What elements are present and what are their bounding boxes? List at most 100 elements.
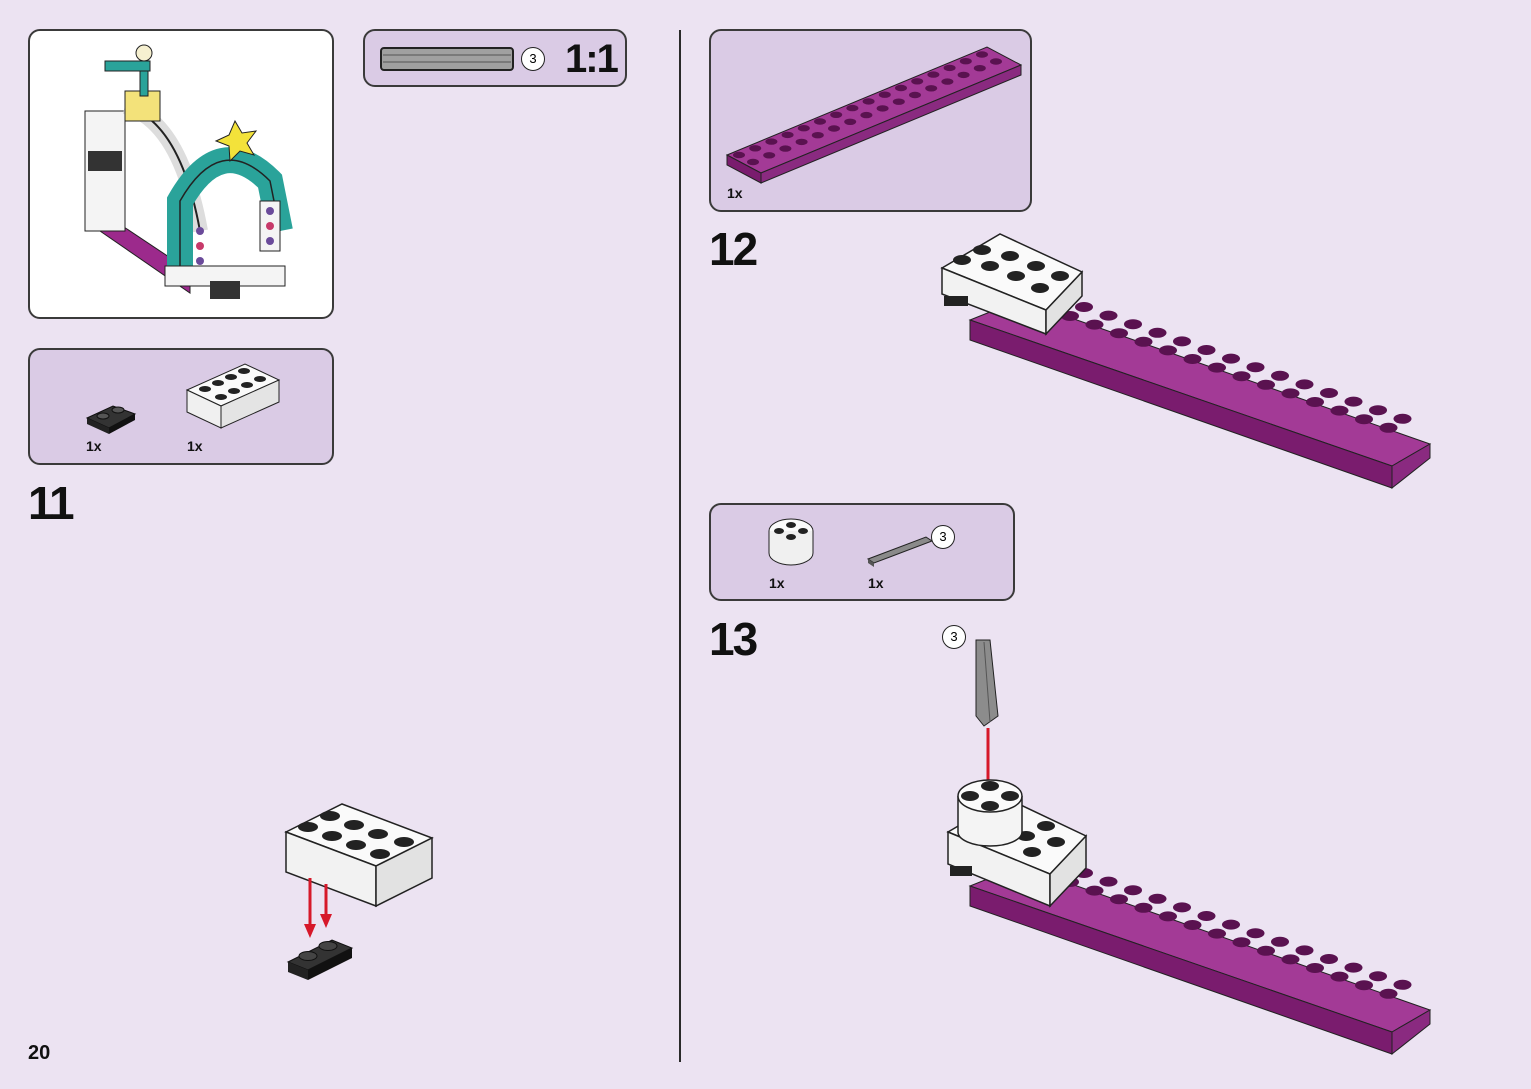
stud [1222, 919, 1240, 930]
stud [1110, 894, 1128, 905]
stud [830, 111, 843, 119]
magenta-plate-part [725, 46, 1023, 184]
stud [781, 131, 794, 139]
stud [860, 111, 873, 119]
stud [959, 58, 972, 65]
stud [1208, 928, 1226, 939]
stud [795, 138, 808, 146]
stud [1320, 388, 1338, 398]
stud [1197, 345, 1216, 355]
stud [941, 78, 954, 85]
step-12-part-1-qty: 1x [727, 185, 743, 201]
stud [1148, 893, 1167, 904]
stud [797, 125, 810, 132]
step-13-part-1-qty: 1x [769, 575, 785, 591]
step-13-number: 13 [709, 613, 758, 665]
stud [1208, 362, 1226, 373]
stud [1134, 336, 1153, 347]
stud [1159, 911, 1177, 922]
stud [1393, 413, 1412, 424]
stud [1197, 911, 1216, 921]
stud [1379, 988, 1398, 999]
stud [892, 98, 905, 105]
stud [1099, 310, 1118, 321]
stud [1124, 319, 1142, 330]
stud [990, 58, 1002, 65]
stud [1295, 379, 1314, 390]
stud [1355, 980, 1373, 991]
stud [1306, 397, 1324, 407]
stud [1271, 370, 1289, 381]
stud [1306, 963, 1324, 973]
stud [1183, 354, 1202, 364]
stud [1124, 885, 1142, 896]
stud [1099, 876, 1118, 887]
stud [1085, 319, 1104, 330]
stud [1257, 945, 1275, 956]
step-13-assembly [946, 639, 1432, 1056]
stud [1369, 405, 1387, 416]
white-brick-part [185, 363, 281, 429]
model-preview-panel [28, 29, 334, 319]
scale-ratio: 1:1 [565, 37, 619, 81]
stud [1246, 928, 1265, 939]
stud [909, 91, 921, 99]
stud [1281, 954, 1300, 965]
stud [763, 152, 776, 159]
stud [1173, 902, 1191, 913]
step-11-parts-panel: 1x 1x [28, 348, 334, 465]
stud [895, 84, 907, 92]
page-number: 20 [28, 1042, 51, 1064]
stud [749, 145, 762, 152]
stud [927, 71, 940, 78]
stud [1183, 920, 1202, 930]
stud [1379, 422, 1398, 433]
stud [911, 78, 924, 85]
stud [1330, 405, 1349, 416]
stud [1281, 388, 1300, 399]
stud [1320, 954, 1338, 964]
black-plate-part [85, 405, 137, 434]
step-13-callout-length: 3 [942, 625, 966, 649]
stud [779, 145, 792, 152]
step-11-part-1-qty: 1x [86, 438, 102, 454]
stud [747, 158, 759, 166]
step-13-part-2-qty: 1x [868, 575, 884, 591]
stud [1330, 971, 1349, 982]
stud [1134, 902, 1153, 913]
step-12-assembly [940, 233, 1432, 490]
stud [828, 125, 840, 132]
stud [1369, 971, 1387, 982]
step-12-parts-panel: 1x [709, 29, 1032, 212]
stud [1075, 302, 1093, 312]
stud [1344, 962, 1363, 973]
stud [1148, 327, 1167, 338]
stud [1344, 396, 1363, 407]
stud [1085, 885, 1104, 896]
axle-scale-illustration [380, 47, 514, 71]
scale-box: 3 1:1 [363, 29, 627, 87]
stud [844, 118, 857, 126]
stud [1271, 936, 1289, 947]
stud [846, 104, 859, 112]
step-11-number: 11 [28, 477, 75, 529]
stud [976, 51, 988, 58]
stud [733, 151, 745, 159]
model-preview-illustration [84, 44, 293, 299]
step-13-parts-panel: 1x 3 1x [709, 503, 1015, 601]
stud [957, 71, 970, 79]
page-divider [679, 30, 681, 1062]
stud [1222, 353, 1240, 364]
stud [925, 85, 938, 92]
axle-part [866, 536, 934, 567]
stud [814, 118, 826, 125]
step-11-part-2-qty: 1x [187, 438, 203, 454]
stud [878, 91, 891, 98]
stud [973, 65, 986, 72]
length-callout: 3 [521, 47, 545, 71]
stud [1159, 345, 1177, 356]
stud [943, 64, 956, 72]
stud [1246, 362, 1265, 373]
stud [1173, 336, 1191, 347]
step-11-assembly [284, 803, 434, 980]
